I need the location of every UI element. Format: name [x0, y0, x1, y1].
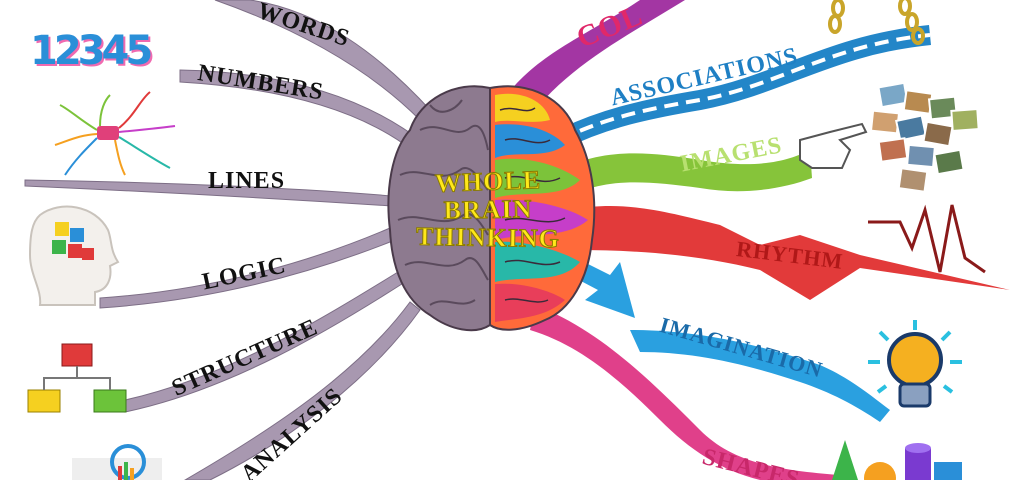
label-lines: LINES	[208, 168, 286, 194]
pointing-hand-icon	[799, 122, 868, 169]
mini-mindmap-icon	[54, 91, 176, 176]
branch-analysis	[184, 301, 421, 480]
magnifier-chart-icon	[72, 444, 162, 480]
chain-icon	[828, 0, 925, 45]
center-line-3: THINKING	[415, 221, 561, 254]
branch-imagination	[630, 330, 890, 422]
photo-collage-icon	[869, 81, 980, 193]
branch-associations-dash	[559, 33, 931, 142]
heartbeat-icon	[868, 204, 986, 274]
center-title: WHOLE BRAIN THINKING	[388, 165, 588, 254]
head-puzzle-icon	[28, 205, 120, 306]
3d-shapes-icon	[832, 440, 962, 480]
left-branches	[24, 0, 433, 480]
branch-images	[560, 150, 812, 200]
brain	[387, 85, 596, 332]
branch-rhythm	[570, 205, 1010, 300]
brain-left-hemisphere	[387, 85, 491, 332]
branch-shapes	[530, 305, 840, 480]
numbers-art-icon: 12345	[30, 28, 153, 74]
org-chart-icon	[27, 343, 127, 413]
lightbulb-icon	[868, 320, 962, 408]
